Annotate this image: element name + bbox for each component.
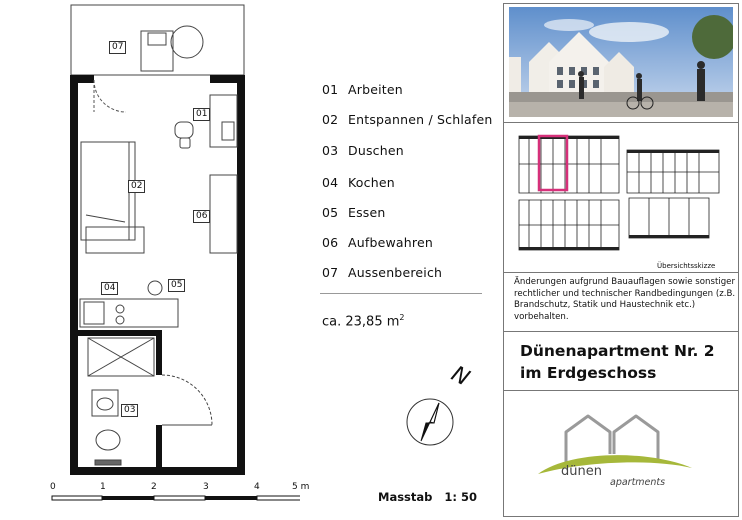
room-tag-07: 07 — [109, 41, 127, 54]
walls — [70, 75, 245, 475]
duenen-logo — [538, 414, 692, 474]
room-tag-04: 04 — [101, 282, 119, 295]
room-tag-03: 03 — [121, 404, 139, 417]
legal-notice: Änderungen aufgrund Bauauflagen sowie so… — [514, 277, 736, 322]
desk — [174, 94, 238, 149]
sketch-caption: Übersichtsskizze — [657, 262, 716, 270]
entry-door — [93, 79, 127, 113]
area-value: ca. 23,85 m2 — [322, 313, 405, 330]
kitchen — [79, 280, 179, 328]
scale-label: Masstab 1: 50 — [378, 490, 478, 504]
scale-bar — [51, 495, 300, 501]
panel-divider-1 — [503, 122, 739, 123]
panel-divider-4 — [503, 390, 739, 391]
room-tag-01: 01 — [193, 108, 211, 121]
scale-tick-4: 4 — [254, 482, 260, 492]
scale-tick-5: 5 m — [292, 482, 310, 492]
room-tag-02: 02 — [128, 180, 146, 193]
north-label: N — [447, 361, 474, 392]
scale-tick-1: 1 — [100, 482, 106, 492]
logo-word: dünen — [561, 464, 602, 479]
info-panel — [503, 3, 739, 517]
scale-tick-0: 0 — [50, 482, 56, 492]
bathroom — [87, 337, 213, 466]
scale-tick-3: 3 — [203, 482, 209, 492]
bed — [80, 141, 145, 254]
floor-plan — [51, 4, 300, 501]
compass-icon — [406, 398, 454, 446]
legend-divider — [320, 293, 482, 294]
site-overview-sketch — [518, 134, 720, 251]
cupboard — [209, 174, 238, 254]
room-tag-06: 06 — [193, 210, 211, 223]
room-tag-05: 05 — [168, 279, 186, 292]
street-rendering-image — [509, 7, 733, 117]
logo-sub: apartments — [610, 477, 666, 488]
scale-tick-2: 2 — [151, 482, 157, 492]
apartment-title: Dünenapartment Nr. 2 im Erdgeschoss — [520, 342, 715, 382]
balcony — [70, 4, 245, 76]
panel-divider-3 — [503, 331, 739, 332]
panel-divider-2 — [503, 272, 739, 273]
